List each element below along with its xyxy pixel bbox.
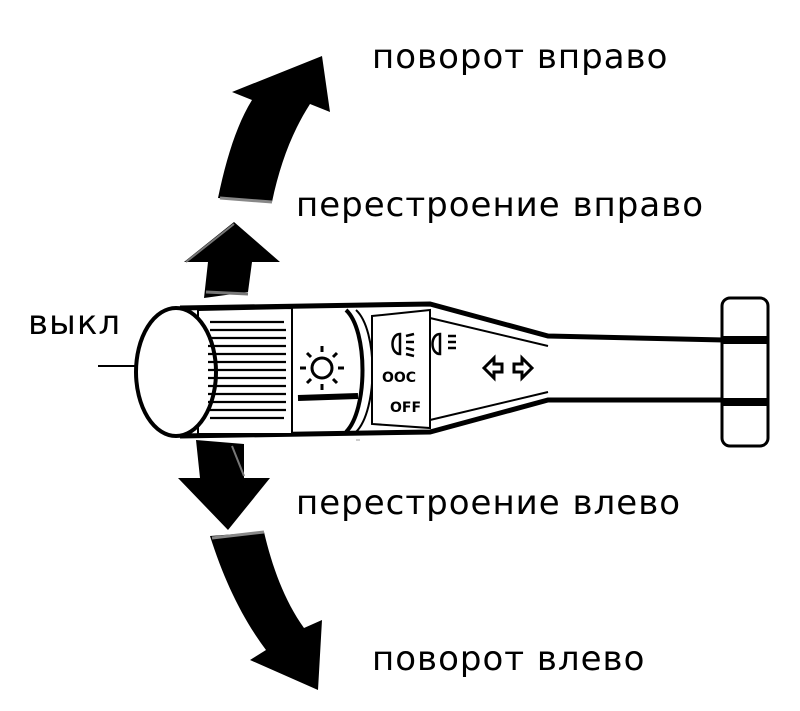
label-turn-right: поворот вправо [372,37,669,77]
fog-light-marking: OOC [382,370,416,386]
lane-change-right-arrow [184,222,280,298]
turn-left-arrow [210,532,322,690]
turn-right-arrow [218,56,330,202]
label-off: выкл [28,303,122,343]
lamp-icon [300,346,344,390]
switch-stalk [134,296,770,448]
label-lane-change-left: перестроение влево [296,483,682,523]
knob-grip [208,320,286,420]
label-turn-left: поворот влево [372,639,646,679]
headlamp-beam-icon [391,332,415,358]
label-lane-change-right: перестроение вправо [296,185,705,225]
stalk-end-cap [134,306,218,438]
turn-direction-icon [481,354,535,382]
off-marking: OFF [390,400,421,416]
high-beam-icon [431,332,456,356]
stalk-end-tip [720,296,770,448]
lane-change-left-arrow [178,440,270,530]
